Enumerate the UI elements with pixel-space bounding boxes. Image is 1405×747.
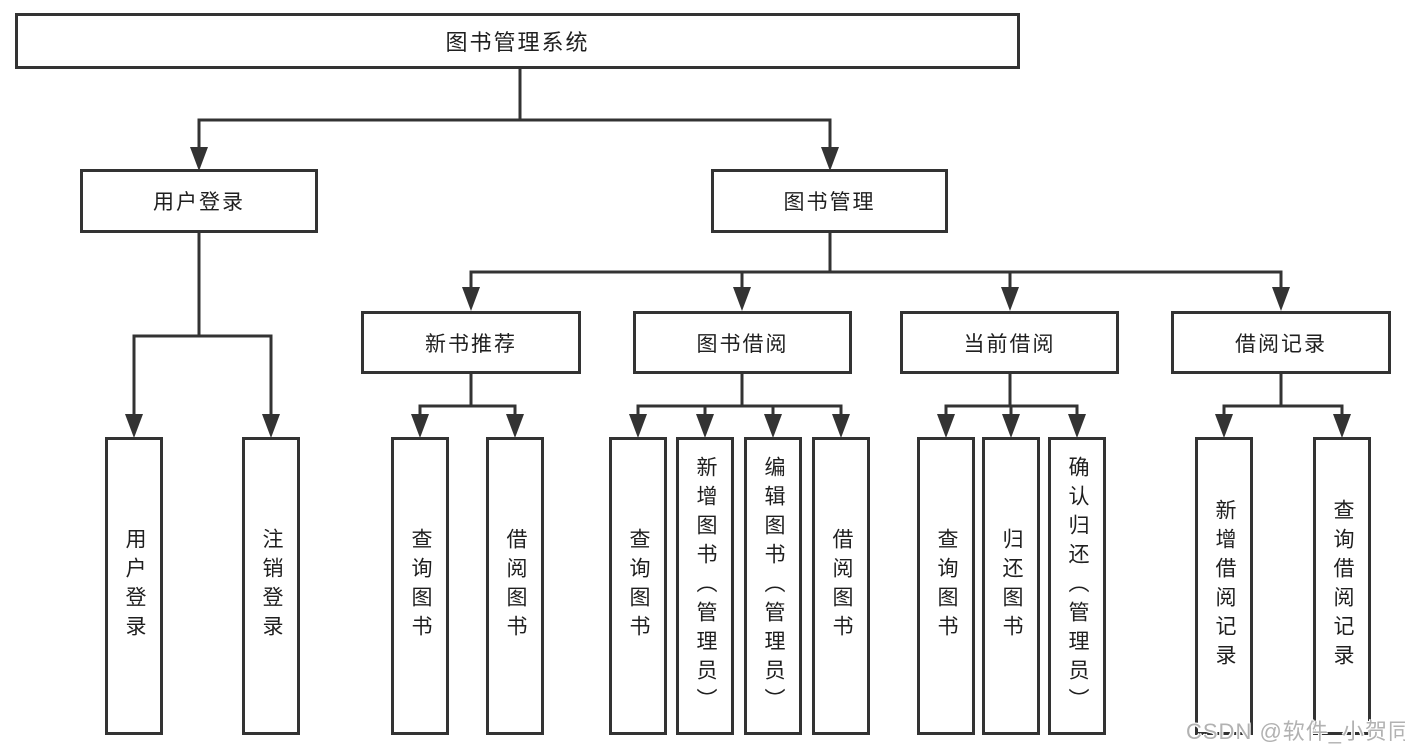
arrowheads	[125, 147, 1351, 438]
leaf-return-books: 归还图书	[982, 437, 1040, 735]
leaf-confirm-return-admin: 确认归还（管理员）	[1048, 437, 1106, 735]
leaf-borrow-books: 借阅图书	[812, 437, 870, 735]
csdn-watermark: CSDN @软件_小贺同学	[1186, 719, 1405, 744]
leaf-edit-book-admin: 编辑图书（管理员）	[744, 437, 802, 735]
node-library-management-system: 图书管理系统	[15, 13, 1020, 69]
node-book-borrowing: 图书借阅	[633, 311, 852, 374]
leaf-borrow-books-recommend: 借阅图书	[486, 437, 544, 735]
connector-strokes	[132, 69, 1344, 418]
leaf-add-borrow-record: 新增借阅记录	[1195, 437, 1253, 735]
leaf-user-login: 用户登录	[105, 437, 163, 735]
leaf-query-books-current: 查询图书	[917, 437, 975, 735]
node-user-login: 用户登录	[80, 169, 318, 233]
leaf-logout: 注销登录	[242, 437, 300, 735]
leaf-query-borrow-record: 查询借阅记录	[1313, 437, 1371, 735]
leaf-query-books-recommend: 查询图书	[391, 437, 449, 735]
leaf-add-book-admin: 新增图书（管理员）	[676, 437, 734, 735]
node-borrowing-records: 借阅记录	[1171, 311, 1391, 374]
leaf-query-books-borrowing: 查询图书	[609, 437, 667, 735]
node-book-management: 图书管理	[711, 169, 948, 233]
node-new-book-recommend: 新书推荐	[361, 311, 581, 374]
node-current-borrowing: 当前借阅	[900, 311, 1119, 374]
